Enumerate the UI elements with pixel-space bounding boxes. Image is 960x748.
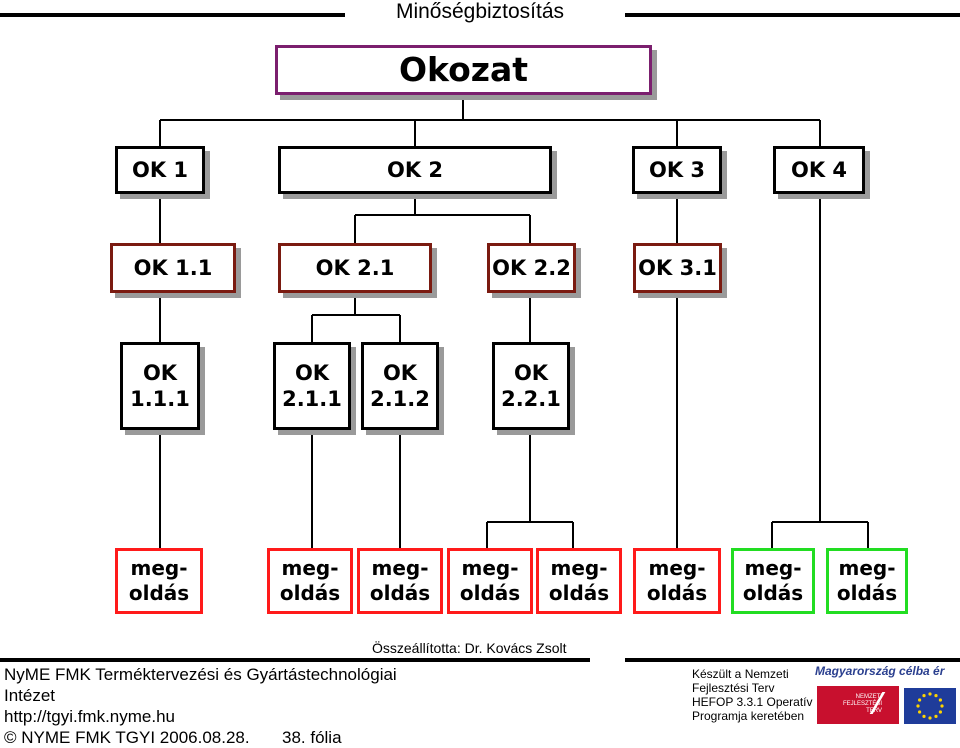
solution-label-line1: meg-	[130, 556, 188, 580]
solution-label-line1: meg-	[281, 556, 339, 580]
nft-logo: NEMZETI FEJLESZTÉSI TERV	[817, 686, 900, 724]
solution-label-line2: oldás	[369, 581, 431, 605]
solution-label-line1: meg-	[550, 556, 608, 580]
footer-rule-right	[625, 658, 960, 662]
solution-label-line2: oldás	[279, 581, 341, 605]
solution-box: meg-oldás	[115, 548, 203, 614]
solution-label-line1: meg-	[648, 556, 706, 580]
eu-star-icon	[918, 698, 922, 702]
eu-star-icon	[934, 714, 938, 718]
solution-label-line2: oldás	[742, 581, 804, 605]
node-ok-1: OK 1	[115, 146, 205, 194]
solution-box: meg-oldás	[536, 548, 622, 614]
eu-star-icon	[940, 704, 944, 708]
funding-line2: Fejlesztési Terv	[692, 681, 775, 695]
solution-label-line1: meg-	[744, 556, 802, 580]
funding-line3: HEFOP 3.3.1 Operatív	[692, 695, 813, 709]
eu-star-icon	[938, 698, 942, 702]
eu-star-icon	[938, 710, 942, 714]
eu-star-icon	[934, 694, 938, 698]
solution-label-line1: meg-	[838, 556, 896, 580]
solution-box: meg-oldás	[826, 548, 908, 614]
node-ok-2: OK 2	[278, 146, 552, 194]
slogan: Magyarország célba ér	[815, 664, 945, 678]
solution-box: meg-oldás	[633, 548, 721, 614]
solution-label-line2: oldás	[548, 581, 610, 605]
solution-label-line2: oldás	[646, 581, 708, 605]
solution-box: meg-oldás	[267, 548, 353, 614]
slide-number: 38. fólia	[282, 728, 342, 747]
compiled-by: Összeállította: Dr. Kovács Zsolt	[372, 640, 567, 656]
solution-label-line2: oldás	[128, 581, 190, 605]
solution-label-line2: oldás	[836, 581, 898, 605]
solution-box: meg-oldás	[731, 548, 815, 614]
copyright: © NYME FMK TGYI 2006.08.28.	[4, 728, 250, 747]
footer-rule-left	[0, 658, 590, 662]
eu-star-icon	[922, 714, 926, 718]
node-ok-4: OK 4	[773, 146, 865, 194]
funding-line4: Programja keretében	[692, 709, 805, 723]
node-root-okozat: Okozat	[275, 45, 652, 95]
eu-star-icon	[918, 710, 922, 714]
funding-line1: Készült a Nemzeti	[692, 667, 789, 681]
solution-label-line1: meg-	[461, 556, 519, 580]
eu-star-icon	[922, 694, 926, 698]
solution-box: meg-oldás	[357, 548, 443, 614]
node-ok-1-1: OK 1.1	[110, 243, 236, 293]
solution-label-line1: meg-	[371, 556, 429, 580]
eu-star-icon	[928, 716, 932, 720]
node-ok-3: OK 3	[632, 146, 722, 194]
node-ok-2-1: OK 2.1	[278, 243, 432, 293]
header-rule-right	[625, 13, 960, 17]
page-title: Minőségbiztosítás	[395, 0, 565, 23]
node-ok-3-1: OK 3.1	[633, 243, 722, 293]
institute-line2: Intézet	[4, 686, 56, 705]
header-rule-left	[0, 13, 345, 17]
eu-star-icon	[928, 692, 932, 696]
institute-url-link[interactable]: http://tgyi.fmk.nyme.hu	[4, 707, 176, 726]
node-ok-2-2: OK 2.2	[487, 243, 576, 293]
eu-star-icon	[916, 704, 920, 708]
solution-box: meg-oldás	[447, 548, 533, 614]
eu-flag-icon	[904, 688, 956, 724]
solution-label-line2: oldás	[459, 581, 521, 605]
institute-line1: NyME FMK Terméktervezési és Gyártástechn…	[4, 665, 397, 684]
